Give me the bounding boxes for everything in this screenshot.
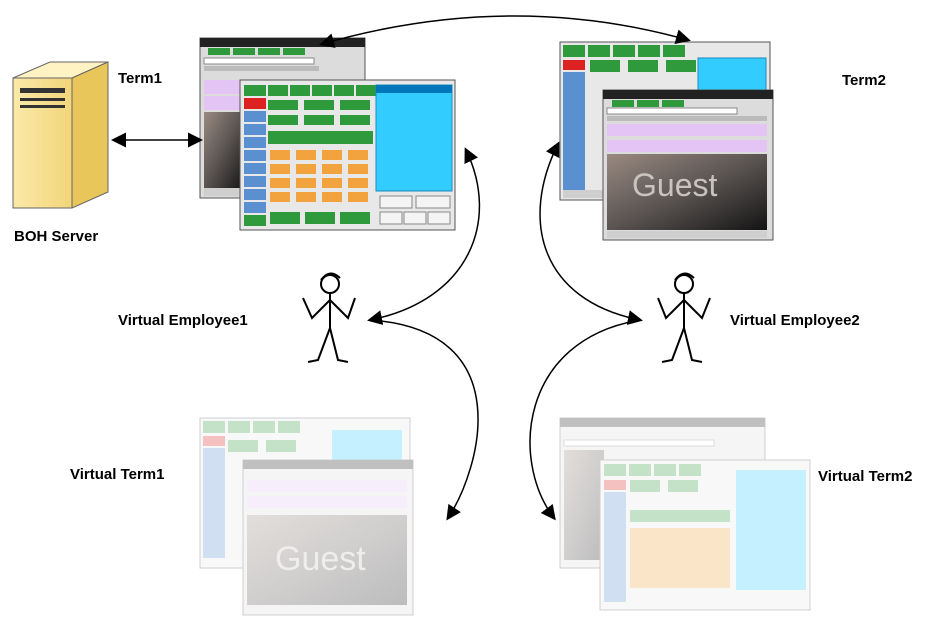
- term1-employee1-arrow: [367, 147, 481, 325]
- term1-left-keys: [244, 85, 266, 226]
- employee2-vterm2-arrow: [529, 319, 641, 521]
- employee1-vterm1-arrow: [369, 319, 479, 521]
- term2-employee2-arrow: [539, 141, 643, 325]
- term1-menu-row: [268, 85, 376, 96]
- server-icon: [12, 61, 109, 209]
- employee2-stick-figure: [657, 272, 711, 363]
- term2-front-screen: Guest: [602, 89, 774, 241]
- employee1-label: Virtual Employee1: [118, 312, 248, 329]
- term1-orange-keys: [270, 150, 368, 202]
- term1-label: Term1: [118, 70, 162, 87]
- vterm1-screens: Guest: [199, 417, 414, 616]
- vterm2-screens: [559, 417, 811, 611]
- employee1-stick-figure: [302, 272, 356, 363]
- server-label: BOH Server: [14, 228, 99, 245]
- term1-front-screen: [239, 79, 456, 231]
- term1-term2-arrow: [319, 15, 691, 48]
- employee2-label: Virtual Employee2: [730, 312, 860, 329]
- arrows: [111, 15, 691, 521]
- term2-label: Term2: [842, 72, 886, 89]
- vterm2-label: Virtual Term2: [818, 468, 913, 485]
- term2-guest-watermark: Guest: [632, 167, 717, 203]
- vterm1-guest-watermark: Guest: [275, 540, 366, 578]
- vterm1-label: Virtual Term1: [70, 466, 165, 483]
